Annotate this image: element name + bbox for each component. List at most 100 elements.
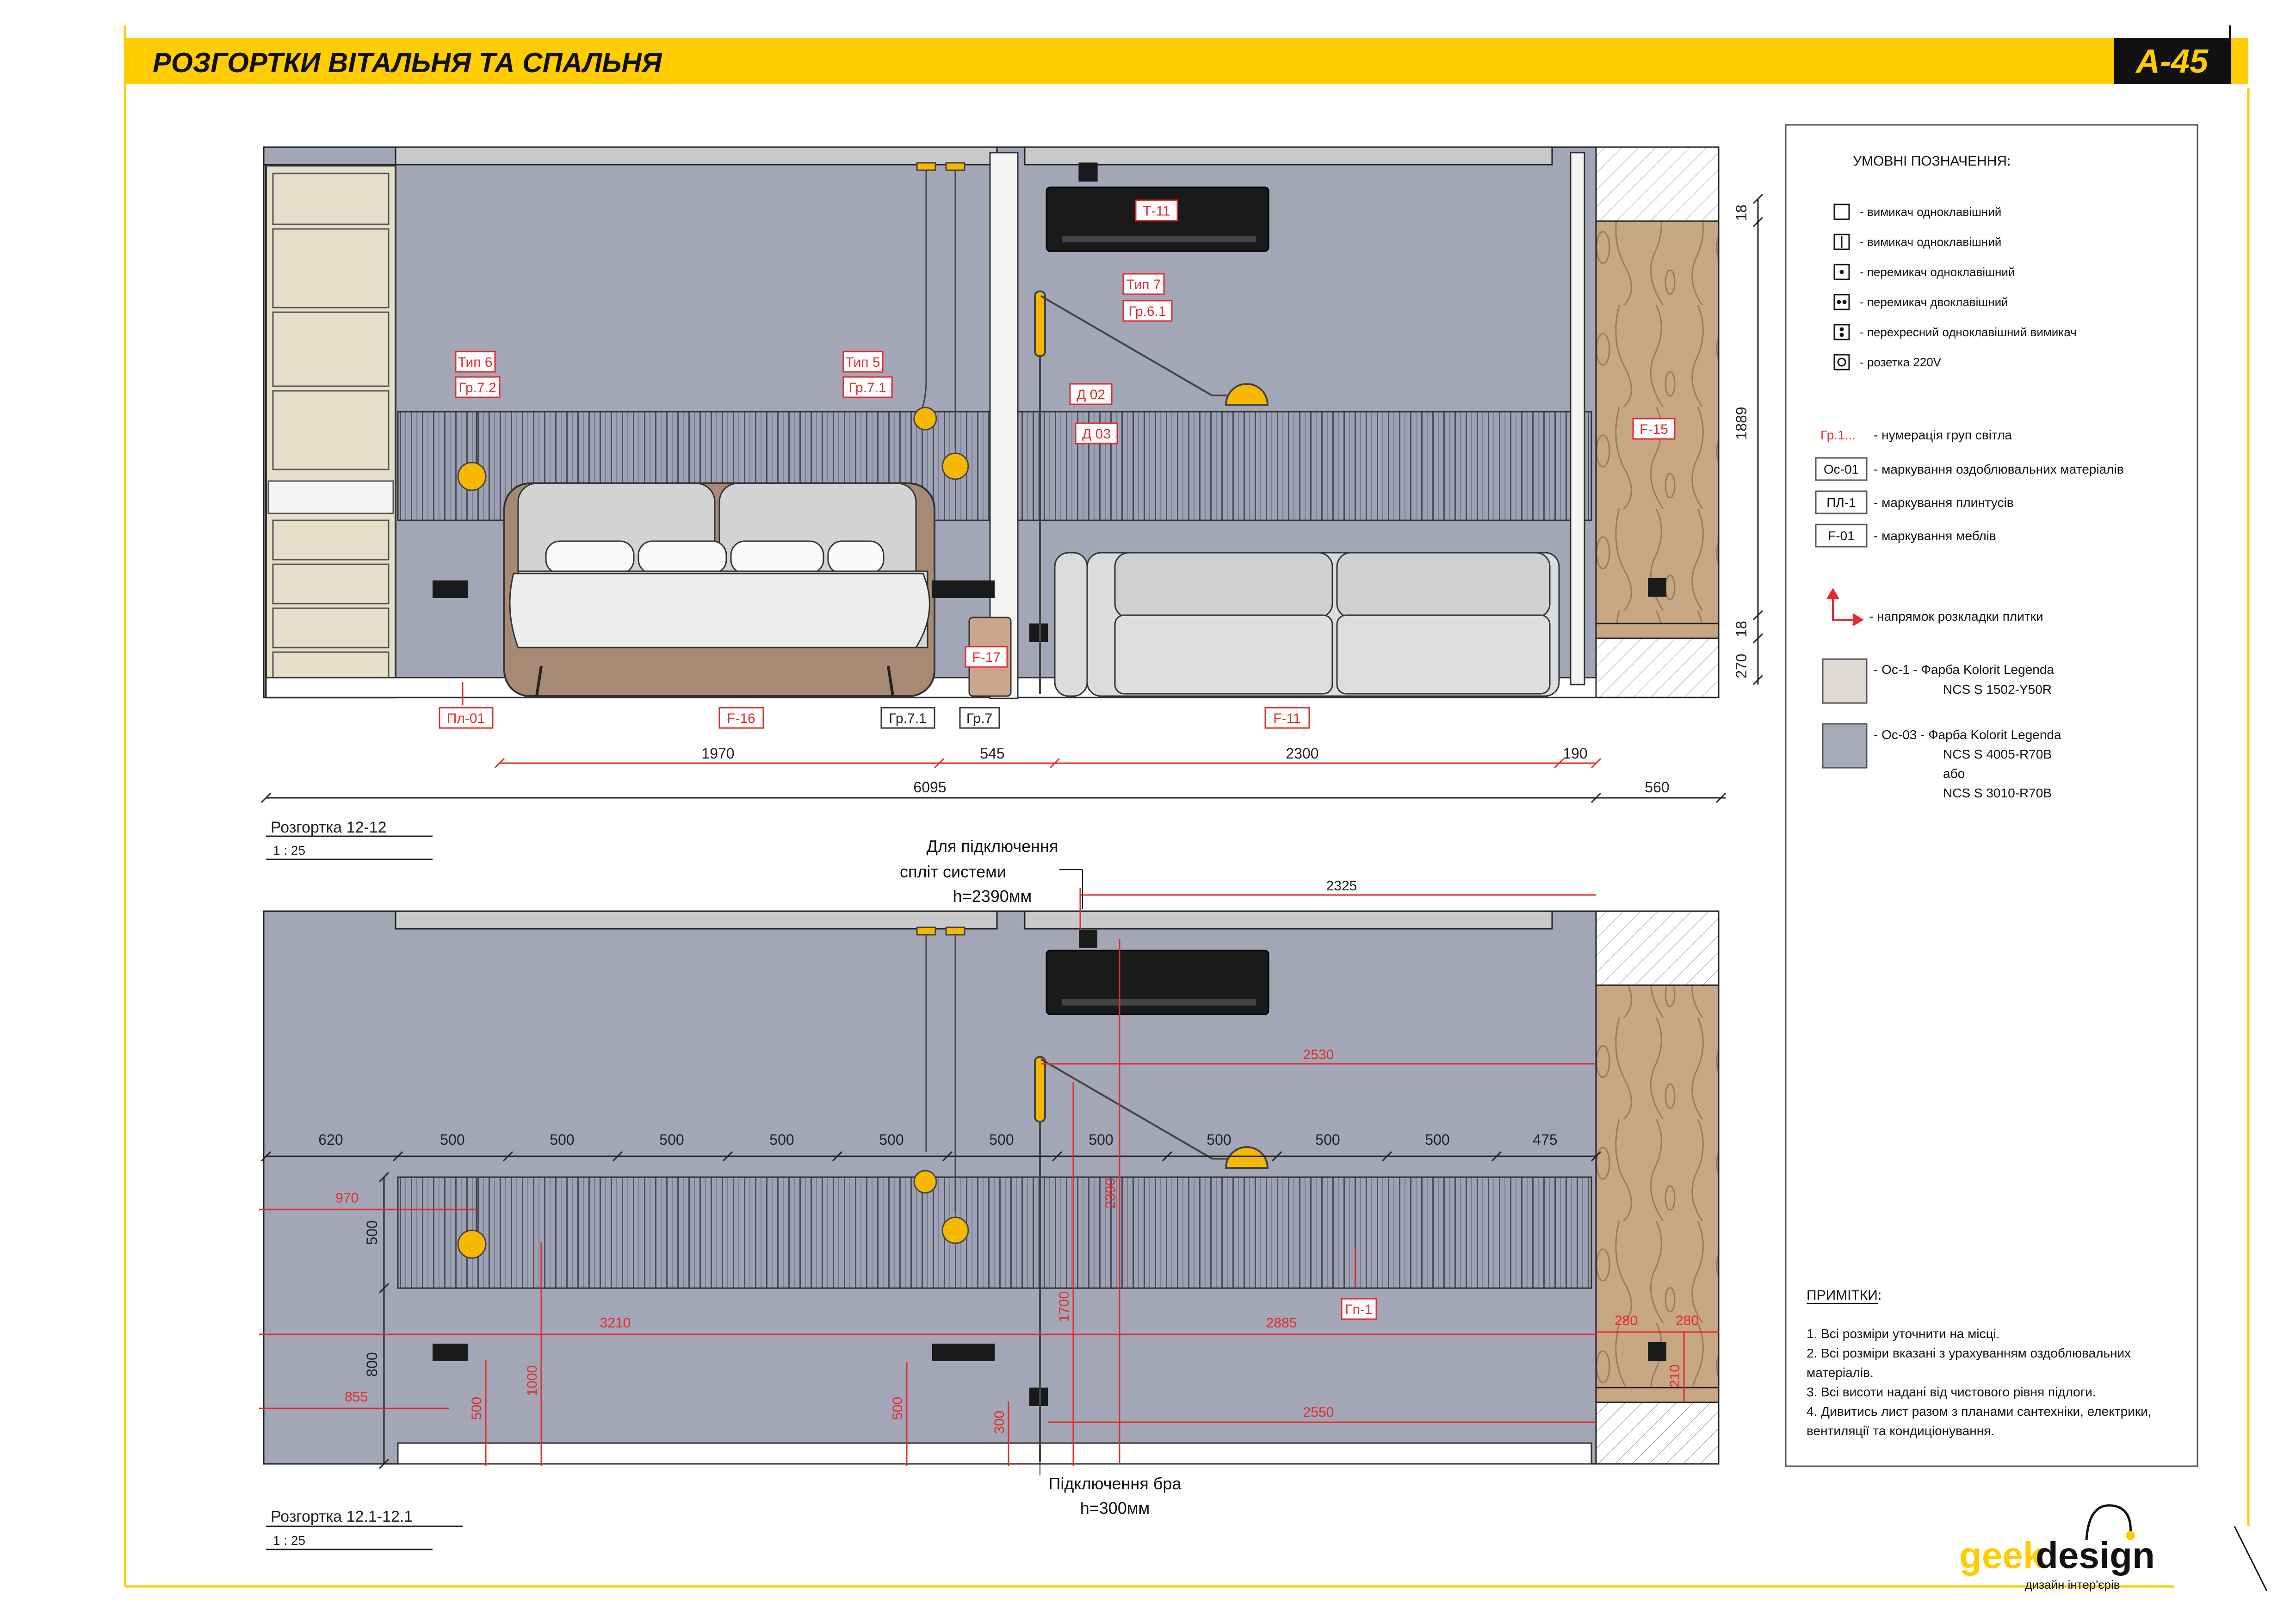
dim-280a: 280 <box>1615 1313 1638 1328</box>
dim-1700: 1700 <box>1057 1291 1072 1322</box>
dim-2885: 2885 <box>1266 1315 1297 1331</box>
dim-2550: 2550 <box>1303 1405 1334 1420</box>
switch <box>1029 623 1048 642</box>
sheet-number: А-45 <box>2135 43 2209 80</box>
sconce-note-line2: h=300мм <box>1080 1499 1150 1518</box>
air-conditioner <box>1046 950 1269 1015</box>
elevation-12-1-red-dims <box>259 888 1719 1466</box>
socket-block <box>932 1344 995 1361</box>
notes-title: ПРИМІТКИ: <box>1807 1288 1881 1303</box>
elevation-12-12-scale: 1 : 25 <box>273 843 305 858</box>
dim-top: 500 <box>659 1131 684 1148</box>
legend-code-oc: Ос-01 <box>1824 462 1859 476</box>
tag-gr7: Гр.7 <box>966 711 992 726</box>
ac-note-line1: Для підключення <box>927 837 1058 856</box>
wall-edge-column <box>989 152 1019 699</box>
dim-top: 500 <box>769 1131 794 1148</box>
dim-300: 300 <box>992 1411 1007 1434</box>
elevation-12-1 <box>263 910 1720 1465</box>
dim-top: 620 <box>318 1131 343 1148</box>
legend-symbol-5: - перехресний одноклавішний вимикач <box>1860 325 2077 339</box>
tag-f11: F-11 <box>1273 711 1300 726</box>
dim-2530: 2530 <box>1303 1047 1334 1062</box>
dim-6095: 6095 <box>913 779 946 796</box>
sheet-number-box <box>2114 38 2230 84</box>
legend-symbol-6: - розетка 220V <box>1860 355 1942 369</box>
dim-top: 500 <box>1315 1131 1340 1148</box>
dim-1000: 1000 <box>525 1365 540 1396</box>
dim-2390: 2390 <box>1103 1178 1118 1209</box>
dim-top: 500 <box>879 1131 904 1148</box>
legend-title: УМОВНІ ПОЗНАЧЕННЯ: <box>1853 154 2011 169</box>
fluted-wall-panel <box>397 1176 1592 1289</box>
geekdesign-logo: geek design дизайн інтер'єрів <box>1959 1504 2155 1592</box>
elevation-12-12 <box>263 146 1720 699</box>
tag-gr71-bottom: Гр.7.1 <box>889 711 926 726</box>
tag-d02: Д 02 <box>1077 387 1105 402</box>
wall-sconce <box>457 412 487 491</box>
logo-geek: geek <box>1959 1535 2044 1576</box>
tag-tip5: Тип 5 <box>845 355 880 370</box>
legend-code-f-text: - маркування меблів <box>1874 529 1996 543</box>
tile-direction-icon <box>1826 588 1864 626</box>
dim-560: 560 <box>1645 779 1669 796</box>
tag-f16: F-16 <box>727 711 755 726</box>
skirting-board <box>397 1442 1592 1465</box>
dim-280b: 280 <box>1676 1313 1699 1328</box>
legend-code-oc-text: - маркування оздоблювальних матеріалів <box>1874 462 2124 476</box>
dim-2325: 2325 <box>1326 878 1357 894</box>
ac-note-line2: спліт системи <box>900 862 1006 881</box>
sconce-note-line1: Підключення бра <box>1049 1474 1182 1493</box>
legend-symbol-1: - вимикач одноклавішний <box>1860 205 2001 219</box>
legend-code-gr-text: - нумерація груп світла <box>1874 428 2012 442</box>
swing-arm-lamp <box>1034 290 1269 694</box>
dim-v-1889: 1889 <box>1733 407 1750 439</box>
wardrobe <box>265 165 396 698</box>
dim-top: 500 <box>989 1131 1014 1148</box>
pillow <box>545 540 635 574</box>
bed-blanket <box>509 573 930 648</box>
elevation-12-1-top-dim-chain <box>260 1151 1602 1469</box>
legend-symbols <box>1833 204 1850 370</box>
legend-code-pl-text: - маркування плинтусів <box>1874 495 2014 510</box>
tag-gr61: Гр.6.1 <box>1128 304 1166 319</box>
logo-design: design <box>2036 1535 2155 1576</box>
dim-top: 500 <box>440 1131 464 1148</box>
socket-block <box>433 580 468 598</box>
tag-tip7: Тип 7 <box>1126 277 1161 292</box>
tag-pl01: Пл-01 <box>447 711 485 726</box>
swatch-oc1-line1: - Ос-1 - Фарба Kolorit Legenda <box>1874 662 2054 677</box>
swatch-oc3-line1: - Ос-03 - Фарба Kolorit Legenda <box>1874 728 2061 742</box>
dim-500b: 500 <box>890 1397 905 1420</box>
tag-f17: F-17 <box>972 650 1001 665</box>
swatch-oc3 <box>1822 723 1868 769</box>
title-bar <box>125 38 2248 84</box>
elevation-12-12-dimensions <box>462 682 1602 769</box>
dim-v-800: 800 <box>364 1352 380 1376</box>
tag-tip6: Тип 6 <box>458 355 492 370</box>
dim-855: 855 <box>345 1389 368 1405</box>
logo-tagline: дизайн інтер'єрів <box>2025 1578 2120 1592</box>
switch <box>1029 1388 1048 1406</box>
swatch-oc3-line2: NCS S 4005-R70B <box>1943 747 2052 761</box>
note-line-3: матеріалів. <box>1807 1365 1874 1380</box>
swatch-oc3-line4: NCS S 3010-R70B <box>1943 786 2052 800</box>
ceiling-cornice <box>395 146 998 166</box>
socket <box>1648 1342 1666 1361</box>
dim-top: 475 <box>1533 1131 1557 1148</box>
socket <box>1648 578 1666 597</box>
tag-gr72: Гр.7.2 <box>458 380 496 395</box>
dim-2300: 2300 <box>1286 745 1318 762</box>
tag-gr71: Гр.7.1 <box>848 380 886 395</box>
legend-code-f: F-01 <box>1828 529 1855 543</box>
note-line-6: вентиляції та кондиціонування. <box>1807 1424 1994 1438</box>
elevation-12-12-tags <box>439 199 1676 729</box>
legend-code-gr: Гр.1... <box>1820 428 1856 442</box>
tag-t11: Т-11 <box>1143 204 1170 219</box>
swatch-oc1 <box>1822 658 1868 704</box>
note-line-2: 2. Всі розміри вказані з урахуванням озд… <box>1807 1346 2131 1360</box>
tag-gp1: Гп-1 <box>1345 1302 1372 1317</box>
legend-symbol-2: - вимикач одноклавішний <box>1860 235 2001 249</box>
dim-v-270: 270 <box>1733 654 1750 678</box>
